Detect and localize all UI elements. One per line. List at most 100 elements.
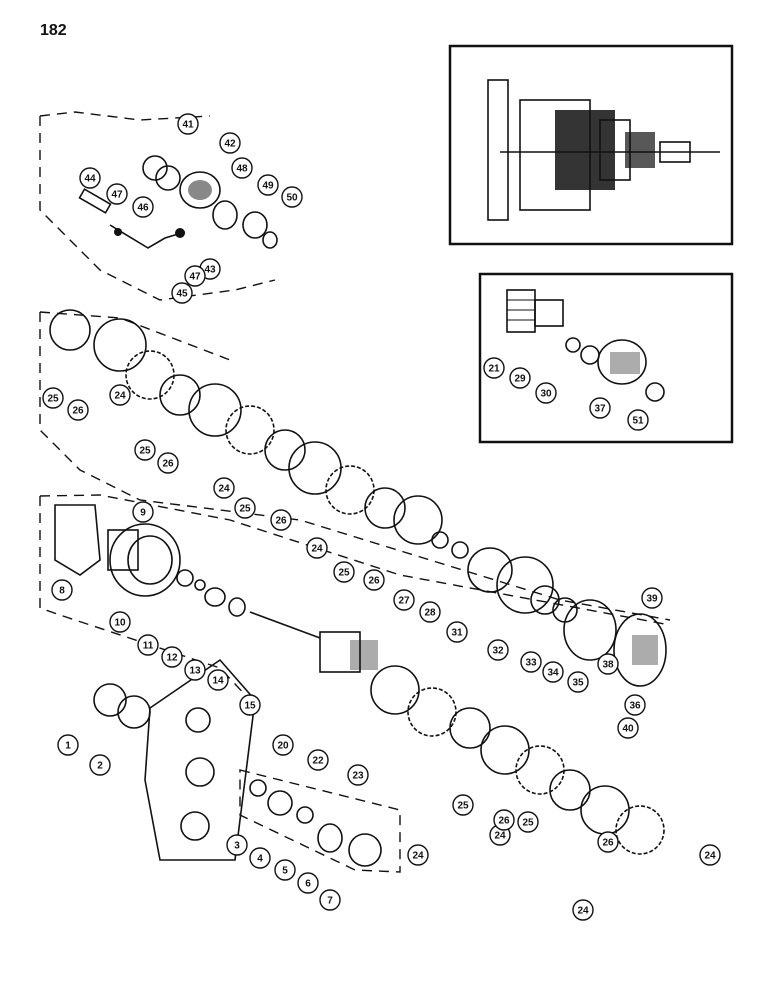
callout-circle — [452, 794, 474, 816]
callout-34: 34 — [542, 661, 564, 683]
callout-50: 50 — [281, 186, 303, 208]
callout-number: 36 — [629, 701, 641, 712]
callout-circle — [51, 579, 73, 601]
callout-9: 9 — [132, 501, 154, 523]
callout-1: 1 — [57, 734, 79, 756]
callout-number: 26 — [162, 459, 174, 470]
callout-number: 26 — [72, 406, 84, 417]
callout-circle — [567, 671, 589, 693]
callout-24: 24 — [407, 844, 429, 866]
callout-number: 22 — [312, 756, 324, 767]
callout-24: 24 — [109, 384, 131, 406]
callout-24: 24 — [572, 899, 594, 921]
callout-circle — [509, 367, 531, 389]
callout-number: 46 — [137, 203, 149, 214]
callout-14: 14 — [207, 669, 229, 691]
callout-24: 24 — [699, 844, 721, 866]
callout-number: 12 — [166, 653, 178, 664]
callout-circle — [270, 509, 292, 531]
callout-circle — [67, 399, 89, 421]
callout-number: 2 — [97, 761, 103, 772]
callout-circle — [274, 859, 296, 881]
callout-number: 25 — [239, 504, 251, 515]
callout-circle — [624, 694, 646, 716]
callout-circle — [132, 196, 154, 218]
callout-25: 25 — [452, 794, 474, 816]
callout-circle — [542, 661, 564, 683]
callout-41: 41 — [177, 113, 199, 135]
callout-7: 7 — [319, 889, 341, 911]
callout-28: 28 — [419, 601, 441, 623]
callout-circle — [307, 749, 329, 771]
callout-circle — [517, 811, 539, 833]
callout-circle — [109, 384, 131, 406]
callout-4: 4 — [249, 847, 271, 869]
callout-circle — [157, 452, 179, 474]
callout-circle — [483, 357, 505, 379]
callout-36: 36 — [624, 694, 646, 716]
callout-48: 48 — [231, 157, 253, 179]
callout-11: 11 — [137, 634, 159, 656]
callout-circle — [177, 113, 199, 135]
callout-circle — [89, 754, 111, 776]
callout-26: 26 — [493, 809, 515, 831]
callout-circle — [231, 157, 253, 179]
clutch-discs — [49, 309, 667, 855]
callout-circle — [161, 646, 183, 668]
callout-26: 26 — [157, 452, 179, 474]
callout-circle — [535, 382, 557, 404]
callout-circle — [699, 844, 721, 866]
callout-circle — [137, 634, 159, 656]
callout-42: 42 — [219, 132, 241, 154]
callout-number: 27 — [398, 596, 410, 607]
callout-46: 46 — [132, 196, 154, 218]
callout-20: 20 — [272, 734, 294, 756]
callout-13: 13 — [184, 659, 206, 681]
callout-49: 49 — [257, 174, 279, 196]
callout-39: 39 — [641, 587, 663, 609]
callout-number: 24 — [577, 906, 589, 917]
callout-number: 26 — [602, 838, 614, 849]
callout-24: 24 — [306, 537, 328, 559]
callout-40: 40 — [617, 717, 639, 739]
callout-number: 21 — [488, 364, 500, 375]
callout-number: 39 — [646, 594, 658, 605]
callout-number: 24 — [311, 544, 323, 555]
callout-23: 23 — [347, 764, 369, 786]
callout-circle — [363, 569, 385, 591]
callout-31: 31 — [446, 621, 468, 643]
callout-number: 25 — [522, 818, 534, 829]
callout-number: 13 — [189, 666, 201, 677]
callout-circle — [407, 844, 429, 866]
callout-circle — [627, 409, 649, 431]
callout-number: 3 — [234, 841, 240, 852]
callout-26: 26 — [363, 569, 385, 591]
callout-number: 7 — [327, 896, 333, 907]
callout-number: 6 — [305, 879, 311, 890]
callout-number: 41 — [182, 120, 194, 131]
callout-circle — [219, 132, 241, 154]
callout-12: 12 — [161, 646, 183, 668]
callout-47: 47 — [106, 183, 128, 205]
callout-circle — [213, 477, 235, 499]
callout-number: 47 — [189, 272, 201, 283]
callout-circle — [306, 537, 328, 559]
callout-circle — [234, 497, 256, 519]
callout-circle — [134, 439, 156, 461]
callout-21: 21 — [483, 357, 505, 379]
callout-number: 49 — [262, 181, 274, 192]
callout-number: 37 — [594, 404, 606, 415]
callout-number: 23 — [352, 771, 364, 782]
callout-number: 30 — [540, 389, 552, 400]
callout-number: 44 — [84, 174, 96, 185]
callout-8: 8 — [51, 579, 73, 601]
callout-circle — [319, 889, 341, 911]
callout-26: 26 — [270, 509, 292, 531]
callout-number: 25 — [47, 394, 59, 405]
callout-33: 33 — [520, 651, 542, 673]
callout-25: 25 — [234, 497, 256, 519]
callout-number: 20 — [277, 741, 289, 752]
callout-circle — [57, 734, 79, 756]
callout-number: 24 — [494, 831, 506, 842]
